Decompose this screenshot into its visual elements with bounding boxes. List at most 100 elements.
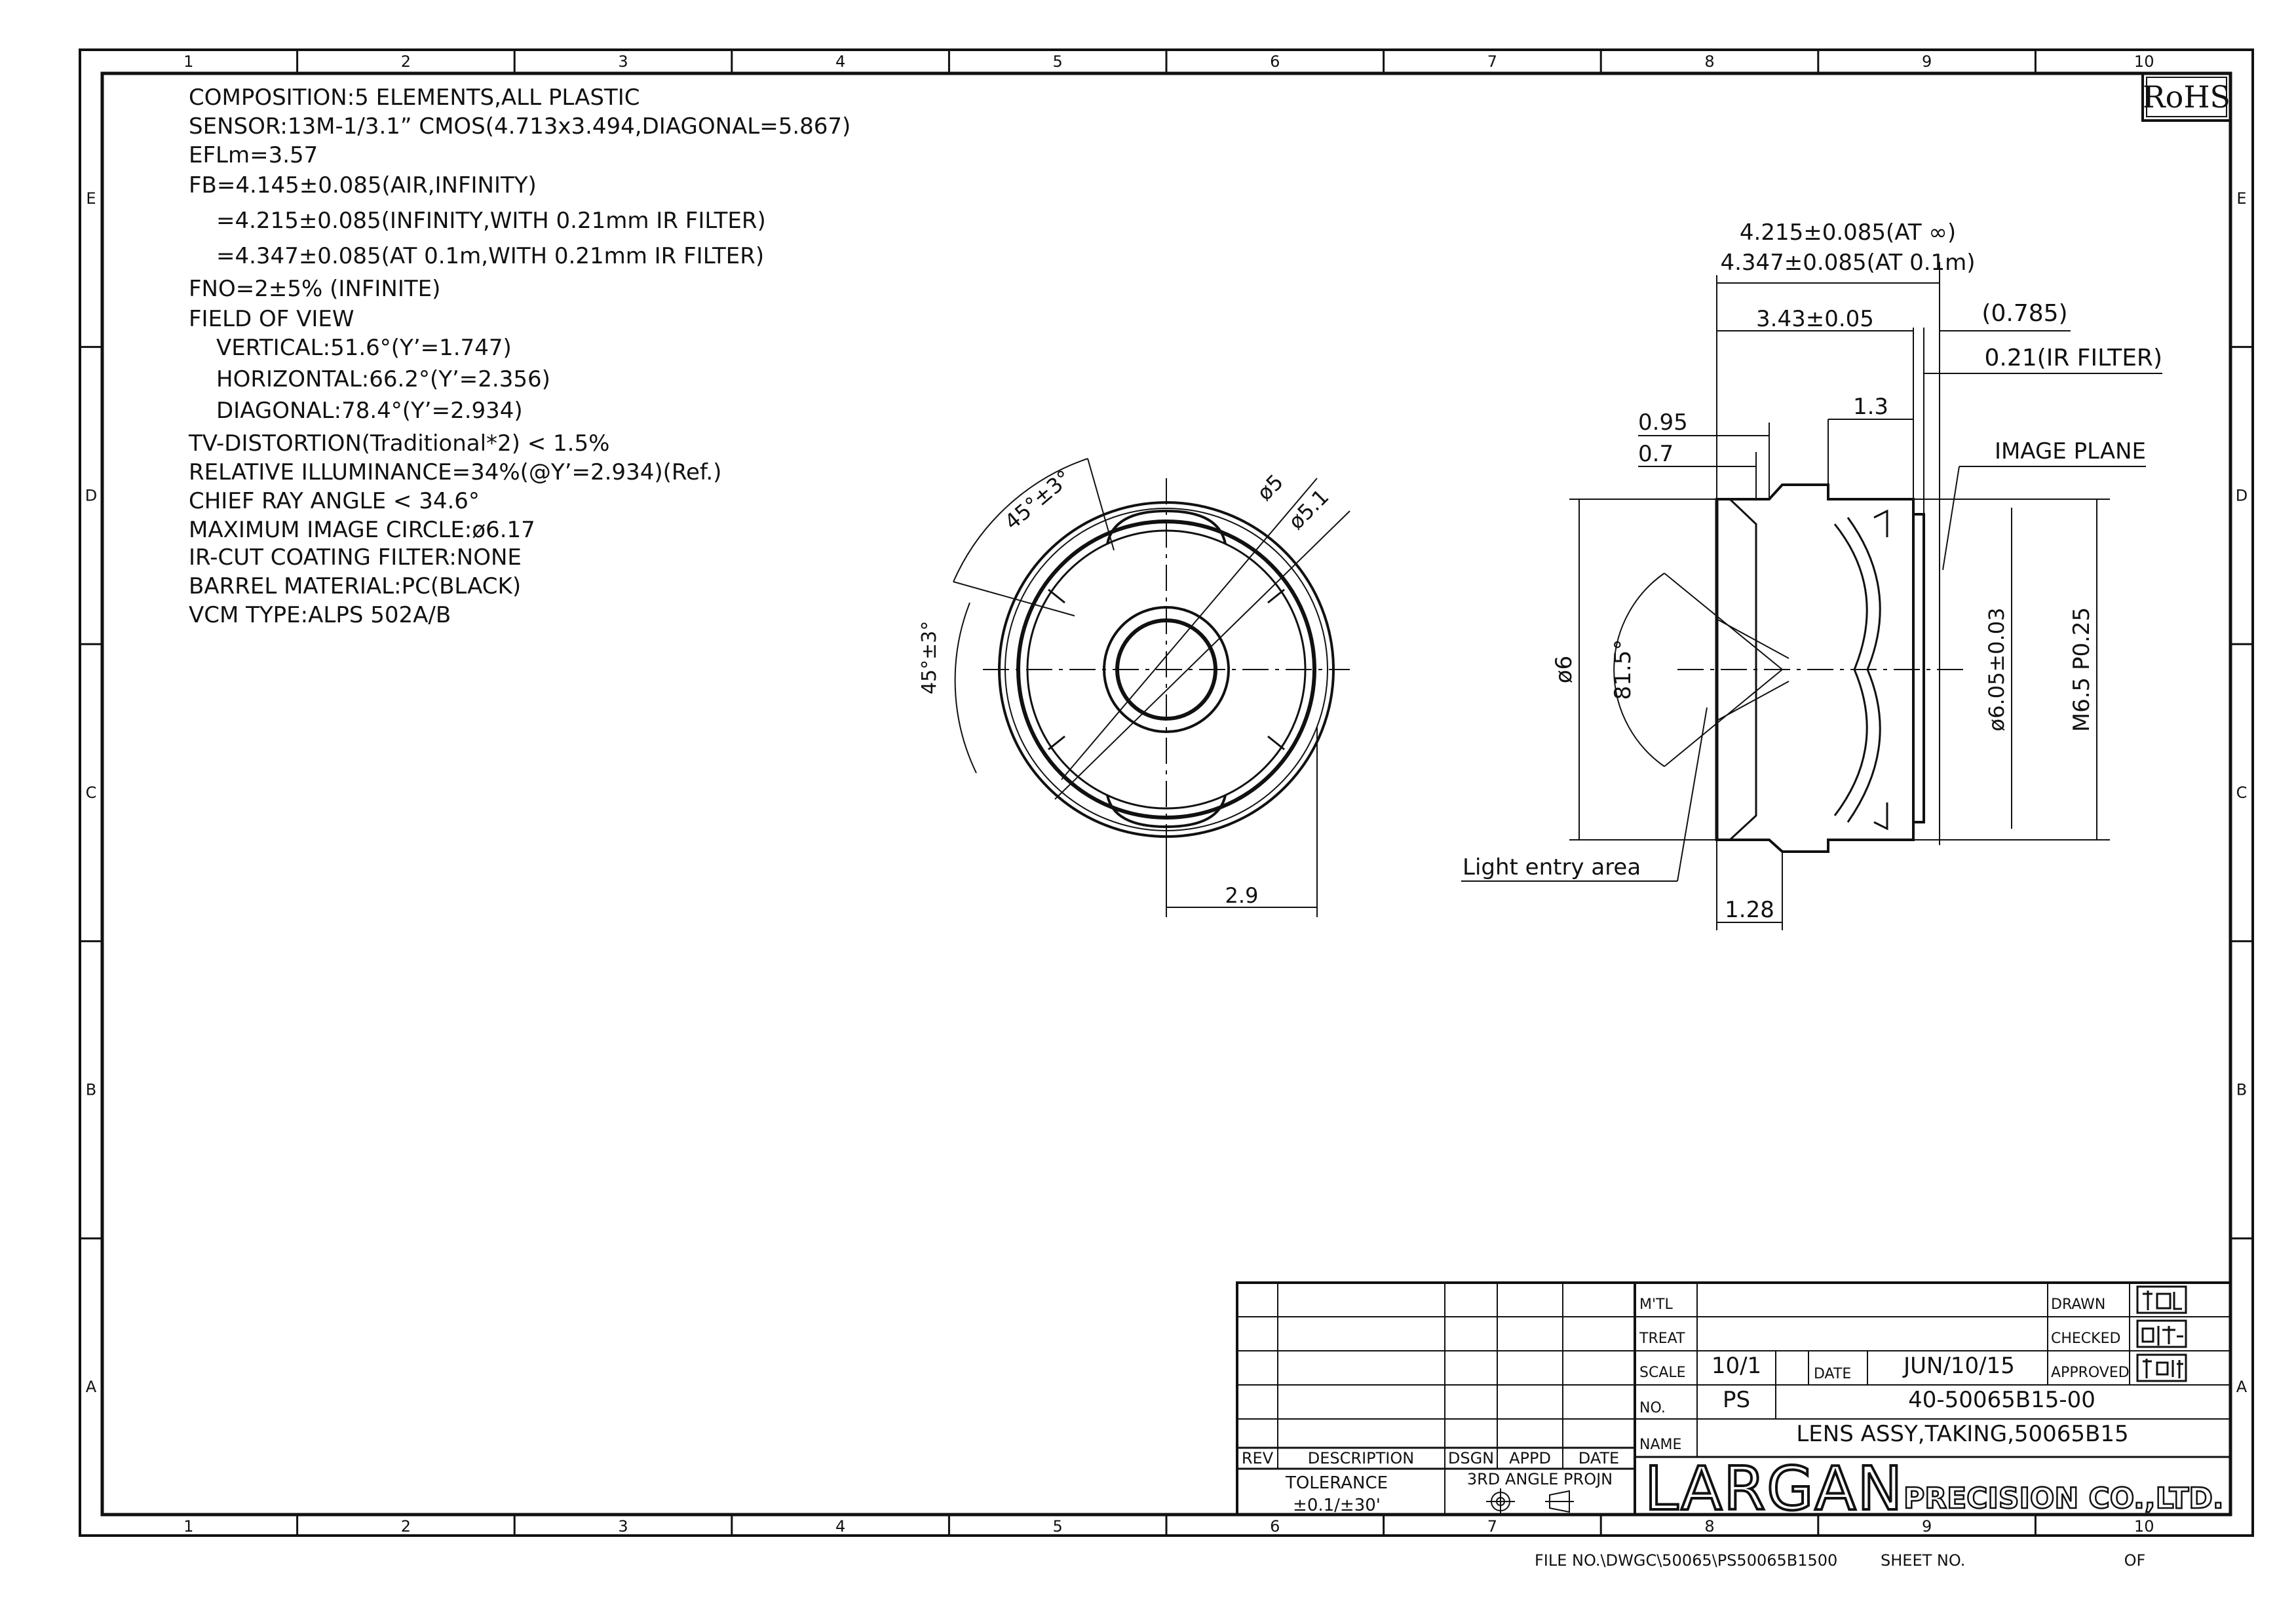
rohs-label: RoHS: [2143, 79, 2230, 115]
drawing-name: LENS ASSY,TAKING,50065B15: [1796, 1421, 2128, 1447]
checked-label: CHECKED: [2051, 1331, 2120, 1347]
zone-row-label: D: [2236, 486, 2248, 504]
rev-label: REV: [1242, 1449, 1274, 1467]
zone-column-label: 8: [1704, 52, 1714, 71]
drawing-number: 40-50065B15-00: [1908, 1387, 2095, 1413]
image-plane-leader: [1942, 466, 1960, 571]
zone-row-label: D: [85, 486, 97, 504]
zone-column-label: 2: [401, 52, 411, 71]
title-block-border: [1236, 1281, 2232, 1516]
zone-row-label: B: [2236, 1081, 2247, 1099]
scale-value: 10/1: [1712, 1353, 1761, 1379]
scale-label: SCALE: [1639, 1365, 1686, 1381]
angle-ext-2: [1087, 458, 1115, 551]
zone-column-label: 1: [183, 52, 193, 71]
file-number: FILE NO.\DWGC\50065\PS50065B1500: [1535, 1551, 1837, 1570]
of-label: OF: [2124, 1551, 2146, 1570]
number-label: NO.: [1639, 1400, 1666, 1416]
spec-line: DIAGONAL:78.4°(Y’=2.934): [216, 398, 523, 424]
spec-line: VCM TYPE:ALPS 502A/B: [189, 602, 451, 628]
spec-line: EFLm=3.57: [189, 142, 318, 168]
projection-label: 3RD ANGLE PROJN: [1467, 1470, 1613, 1488]
drawn-signature: [2136, 1285, 2187, 1314]
zone-column-label: 5: [1053, 52, 1063, 71]
diameter-outer-label: ø5.1: [1284, 484, 1334, 535]
zone-row-label: C: [86, 784, 97, 802]
revision-date-label: DATE: [1578, 1449, 1619, 1467]
dim-07-label: 0.7: [1638, 441, 1674, 467]
spec-line: BARREL MATERIAL:PC(BLACK): [189, 573, 521, 599]
rohs-mark: RoHS: [2141, 72, 2232, 122]
angle-left-label: 45°±3°: [918, 621, 941, 694]
angle-arc-815: [1613, 573, 1665, 767]
spec-line: FB=4.145±0.085(AIR,INFINITY): [189, 172, 537, 198]
date-value: JUN/10/15: [1902, 1353, 2015, 1379]
ir-filter: [1912, 513, 1925, 823]
spec-line: =4.347±0.085(AT 0.1m,WITH 0.21mm IR FILT…: [216, 243, 764, 269]
name-label: NAME: [1639, 1437, 1681, 1453]
angle-ext-1: [953, 581, 1075, 616]
diameter-inner-label: ø5: [1252, 470, 1288, 506]
spec-line: IR-CUT COATING FILTER:NONE: [189, 544, 522, 571]
description-label: DESCRIPTION: [1308, 1449, 1414, 1467]
side-view-labels: 4.215±0.085(AT ∞) 4.347±0.085(AT 0.1m) 3…: [1463, 219, 2162, 923]
spec-list: COMPOSITION:5 ELEMENTS,ALL PLASTIC SENSO…: [188, 85, 851, 628]
zone-column-label: 7: [1487, 1517, 1497, 1536]
dim-095-label: 0.95: [1638, 409, 1688, 436]
lens-spacers: [1873, 509, 1888, 831]
zone-row-label: A: [2236, 1378, 2248, 1396]
approver-label: APPD: [1509, 1449, 1551, 1467]
approved-signature: [2136, 1353, 2187, 1382]
angle-ray-upper: [1664, 573, 1783, 670]
spec-line: FIELD OF VIEW: [189, 306, 354, 332]
light-entry-label: Light entry area: [1463, 854, 1641, 880]
company-name: PRECISION CO.,LTD.: [1904, 1482, 2224, 1515]
fb-infinity-label: 4.215±0.085(AT ∞): [1740, 219, 1956, 246]
spec-line: =4.215±0.085(INFINITY,WITH 0.21mm IR FIL…: [216, 208, 766, 234]
zone-column-label: 7: [1487, 52, 1497, 71]
dim-13-label: 1.3: [1853, 394, 1888, 420]
zone-column-label: 6: [1270, 1517, 1280, 1536]
zone-row-label: E: [2236, 189, 2246, 208]
approved-label: APPROVED: [2051, 1365, 2130, 1381]
material-label: M'TL: [1639, 1296, 1673, 1313]
signature-stamps: [2136, 1285, 2187, 1382]
drawn-label: DRAWN: [2051, 1296, 2105, 1313]
length-343-label: 3.43±0.05: [1756, 306, 1874, 332]
zone-column-label: 10: [2134, 1517, 2154, 1536]
field-angle-label: 81.5°: [1610, 639, 1636, 700]
sheet-number-label: SHEET NO.: [1881, 1551, 1965, 1570]
title-block-labels: M'TL TREAT SCALE 10/1 DATE JUN/10/15 NO.…: [1242, 1285, 2225, 1525]
left-tab-marks: [1048, 588, 1065, 751]
zone-column-label: 4: [835, 52, 845, 71]
spec-line: HORIZONTAL:66.2°(Y’=2.356): [216, 366, 550, 392]
company-logo: LARGAN PRECISION CO.,LTD.: [1643, 1452, 2225, 1525]
checked-signature: [2136, 1319, 2187, 1348]
fb-01m-label: 4.347±0.085(AT 0.1m): [1720, 250, 1975, 276]
zone-column-label: 9: [1922, 52, 1932, 71]
zone-row-label: E: [86, 189, 96, 208]
zone-column-label: 8: [1704, 1517, 1714, 1536]
angle-top-label: 45°±3°: [1000, 465, 1076, 535]
right-tab-marks: [1267, 588, 1285, 751]
projection-symbol-icon: [1486, 1488, 1574, 1515]
spec-line: TV-DISTORTION(Traditional*2) < 1.5%: [188, 430, 609, 457]
spec-line: SENSOR:13M-1/3.1” CMOS(4.713x3.494,DIAGO…: [189, 113, 851, 140]
footer: FILE NO.\DWGC\50065\PS50065B1500 SHEET N…: [1535, 1551, 2145, 1570]
barrel-outline: [1715, 483, 1915, 853]
tolerance-value: ±0.1/±30': [1293, 1496, 1381, 1515]
zone-row-label: B: [86, 1081, 96, 1099]
designer-label: DSGN: [1448, 1449, 1494, 1467]
zone-column-label: 9: [1922, 1517, 1932, 1536]
zone-column-label: 4: [835, 1517, 845, 1536]
company-logo-text: LARGAN: [1645, 1454, 1904, 1524]
tolerance-label: TOLERANCE: [1285, 1473, 1388, 1493]
image-plane-label: IMAGE PLANE: [1995, 438, 2146, 464]
light-entry-leader: [1677, 707, 1708, 882]
zone-ticks: [80, 50, 2253, 1536]
zone-column-label: 1: [183, 1517, 193, 1536]
angle-ray-lower: [1664, 669, 1783, 767]
spec-line: MAXIMUM IMAGE CIRCLE:ø6.17: [189, 517, 535, 543]
diameter-6-label: ø6: [1551, 656, 1577, 683]
